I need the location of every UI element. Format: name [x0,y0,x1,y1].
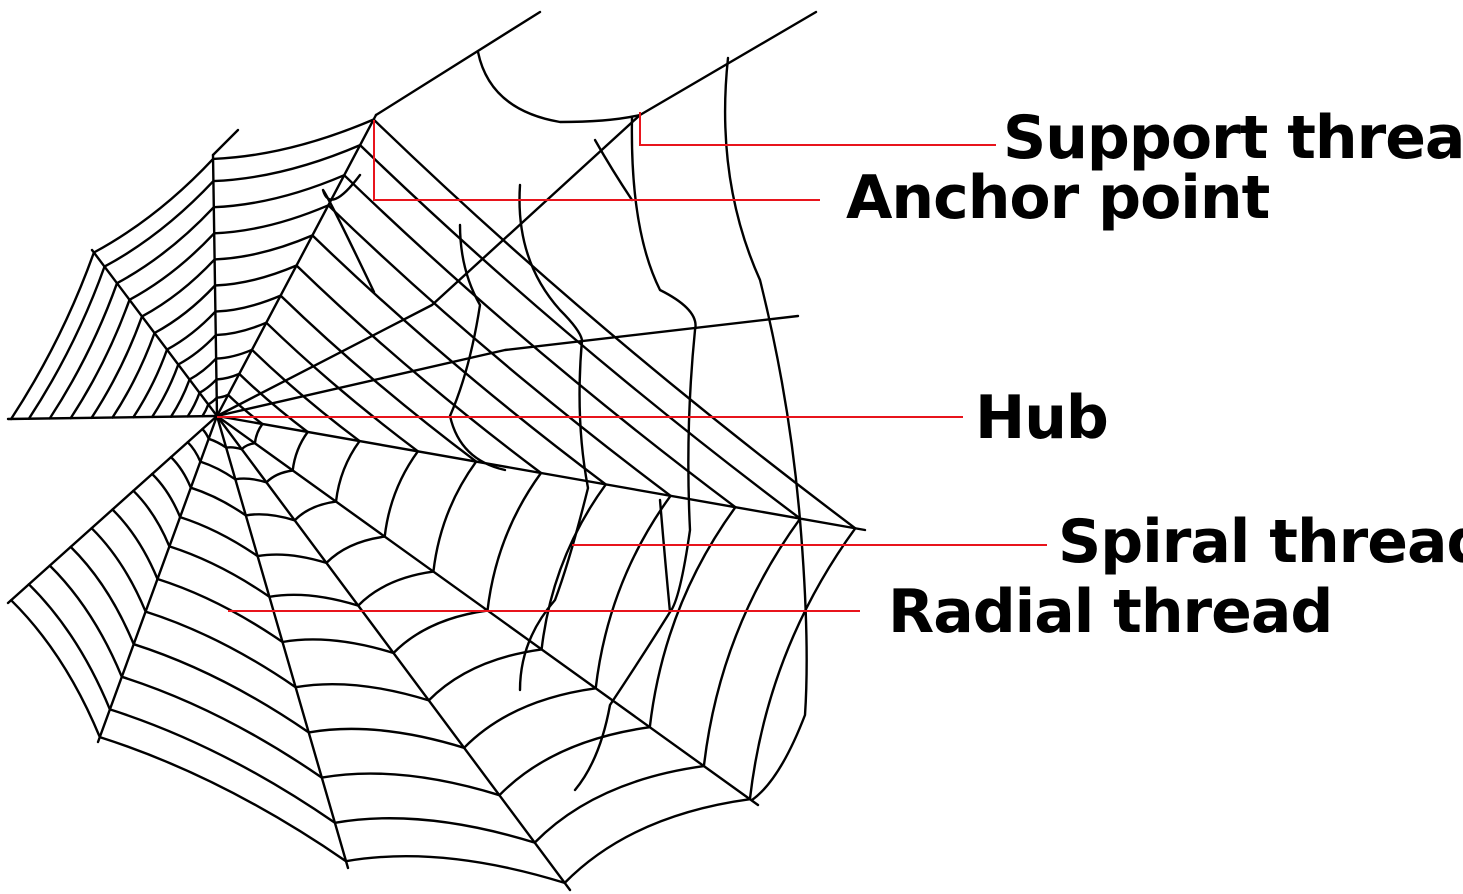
spiral-thread [29,145,800,843]
support-thread [213,130,238,155]
spiral-thread [92,235,606,700]
spider-web [8,12,865,890]
spiral-thread [595,140,632,200]
hub-label: Hub [975,388,1108,448]
radial-thread-label: Radial thread [888,582,1332,642]
spiral-thread [725,58,807,800]
spiral-thread [323,175,374,292]
spiral-thread [50,175,736,795]
spiral-thread [660,500,670,612]
spiral-thread [450,225,505,470]
spiral-thread [133,296,476,606]
support-thread-leader [640,112,996,145]
anchor-point-leader [374,120,820,200]
spiral-thread [152,323,418,563]
anchor-point-label: Anchor point [846,168,1269,228]
spiral-thread-label: Spiral thread [1058,512,1463,572]
support-thread-label: Support thread [1003,108,1463,168]
spiral-thread [478,52,640,122]
support-thread [376,12,540,115]
spiral-thread [520,185,589,690]
